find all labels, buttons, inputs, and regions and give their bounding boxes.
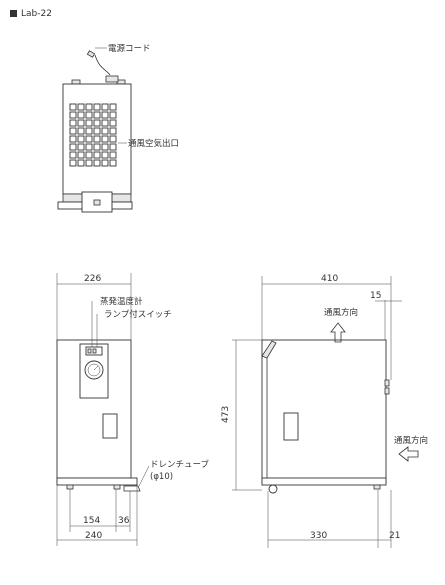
vent-cell xyxy=(109,135,117,143)
vent-cell xyxy=(101,143,109,151)
vent-cell xyxy=(69,127,77,135)
label-drain-tube: ドレンチューブ xyxy=(150,459,209,470)
side-view: 410 15 473 330 21 通風方向 通風方向 xyxy=(221,274,428,548)
diagram-title: Lab-22 xyxy=(10,9,52,19)
front-foot-left xyxy=(66,484,74,490)
side-foot xyxy=(373,484,381,490)
vent-cell xyxy=(93,151,101,159)
vent-cell xyxy=(77,159,85,167)
vent-cell xyxy=(109,151,117,159)
front-base-plate xyxy=(56,477,138,486)
vent-cell xyxy=(93,103,101,111)
label-lamp-switch: ランプ付スイッチ xyxy=(104,309,172,320)
dim-21: 21 xyxy=(389,531,400,541)
side-window xyxy=(283,412,299,441)
dim-330: 330 xyxy=(310,531,327,541)
label-power-cord: 電源コード xyxy=(108,44,151,54)
dim-226: 226 xyxy=(84,274,101,284)
vent-cell xyxy=(69,103,77,111)
side-handle xyxy=(261,340,277,359)
vent-cell xyxy=(69,159,77,167)
lamp-switch-led-1 xyxy=(87,348,92,354)
thermometer-dial xyxy=(87,363,101,377)
front-foot-right xyxy=(113,484,121,490)
side-port-2 xyxy=(384,387,390,395)
top-view: 電源コード 通風空気出口 xyxy=(57,44,179,213)
vent-cell xyxy=(109,119,117,127)
side-base-plate xyxy=(261,477,387,486)
dim-410: 410 xyxy=(321,274,338,284)
drain-tube-leader xyxy=(138,465,150,487)
vent-cell xyxy=(109,143,117,151)
cord-socket xyxy=(105,75,119,83)
vent-cell xyxy=(93,135,101,143)
vent-cell xyxy=(85,103,93,111)
dim-473: 473 xyxy=(221,406,231,423)
vent-cell xyxy=(77,119,85,127)
dim-240: 240 xyxy=(85,531,102,541)
vent-cell xyxy=(85,159,93,167)
dim-15: 15 xyxy=(370,291,381,301)
label-air-outlet: 通風空気出口 xyxy=(128,138,179,149)
front-view: 226 蒸発温度計 ランプ付スイッチ ドレンチューブ (φ10) 154 36 … xyxy=(56,273,209,546)
lamp-switch-led-2 xyxy=(92,348,97,354)
front-window xyxy=(102,413,118,439)
vent-cell xyxy=(93,127,101,135)
vent-cell xyxy=(77,135,85,143)
vent-cell xyxy=(77,103,85,111)
diagram-title-text: Lab-22 xyxy=(21,9,52,19)
vent-cell xyxy=(101,151,109,159)
side-housing xyxy=(261,339,387,483)
top-connector-left xyxy=(71,79,81,85)
vent-cell xyxy=(101,127,109,135)
vent-cell xyxy=(69,143,77,151)
vent-cell xyxy=(93,143,101,151)
vent-cell xyxy=(93,119,101,127)
label-airflow-side: 通風方向 xyxy=(394,435,428,446)
airflow-up-arrow-icon xyxy=(330,322,346,343)
vent-cell xyxy=(77,151,85,159)
vent-cell xyxy=(77,111,85,119)
thermometer-needle xyxy=(93,365,99,371)
square-bullet-icon xyxy=(10,10,17,17)
dim-154: 154 xyxy=(83,516,100,526)
vent-cell xyxy=(69,111,77,119)
vent-cell xyxy=(85,119,93,127)
side-drain-circle xyxy=(268,484,278,494)
label-evap-thermometer: 蒸発温度計 xyxy=(100,296,143,307)
vent-cell xyxy=(85,135,93,143)
vent-cell xyxy=(109,103,117,111)
side-port-1 xyxy=(384,379,390,387)
vent-cell xyxy=(85,143,93,151)
power-cord-plug xyxy=(86,50,96,58)
vent-cell xyxy=(101,103,109,111)
vent-cell xyxy=(77,143,85,151)
vent-cell xyxy=(69,151,77,159)
vent-cell xyxy=(85,127,93,135)
vent-cell xyxy=(93,159,101,167)
vent-cell xyxy=(109,159,117,167)
airflow-left-arrow-icon xyxy=(398,446,419,462)
vent-cell xyxy=(101,159,109,167)
vent-cell xyxy=(85,111,93,119)
dim-36: 36 xyxy=(118,516,130,526)
vent-cell xyxy=(93,111,101,119)
power-cord-line xyxy=(94,54,111,76)
top-switch xyxy=(93,199,101,206)
vent-cell xyxy=(85,151,93,159)
vent-cell xyxy=(69,135,77,143)
vent-cell xyxy=(109,111,117,119)
label-airflow-up: 通風方向 xyxy=(324,307,358,318)
vent-cell xyxy=(69,119,77,127)
vent-cell xyxy=(109,127,117,135)
vent-cell xyxy=(101,135,109,143)
drain-tube xyxy=(123,485,141,492)
vent-cell xyxy=(101,119,109,127)
label-drain-diameter: (φ10) xyxy=(150,472,173,482)
vent-grid xyxy=(69,103,117,167)
vent-cell xyxy=(101,111,109,119)
vent-cell xyxy=(77,127,85,135)
